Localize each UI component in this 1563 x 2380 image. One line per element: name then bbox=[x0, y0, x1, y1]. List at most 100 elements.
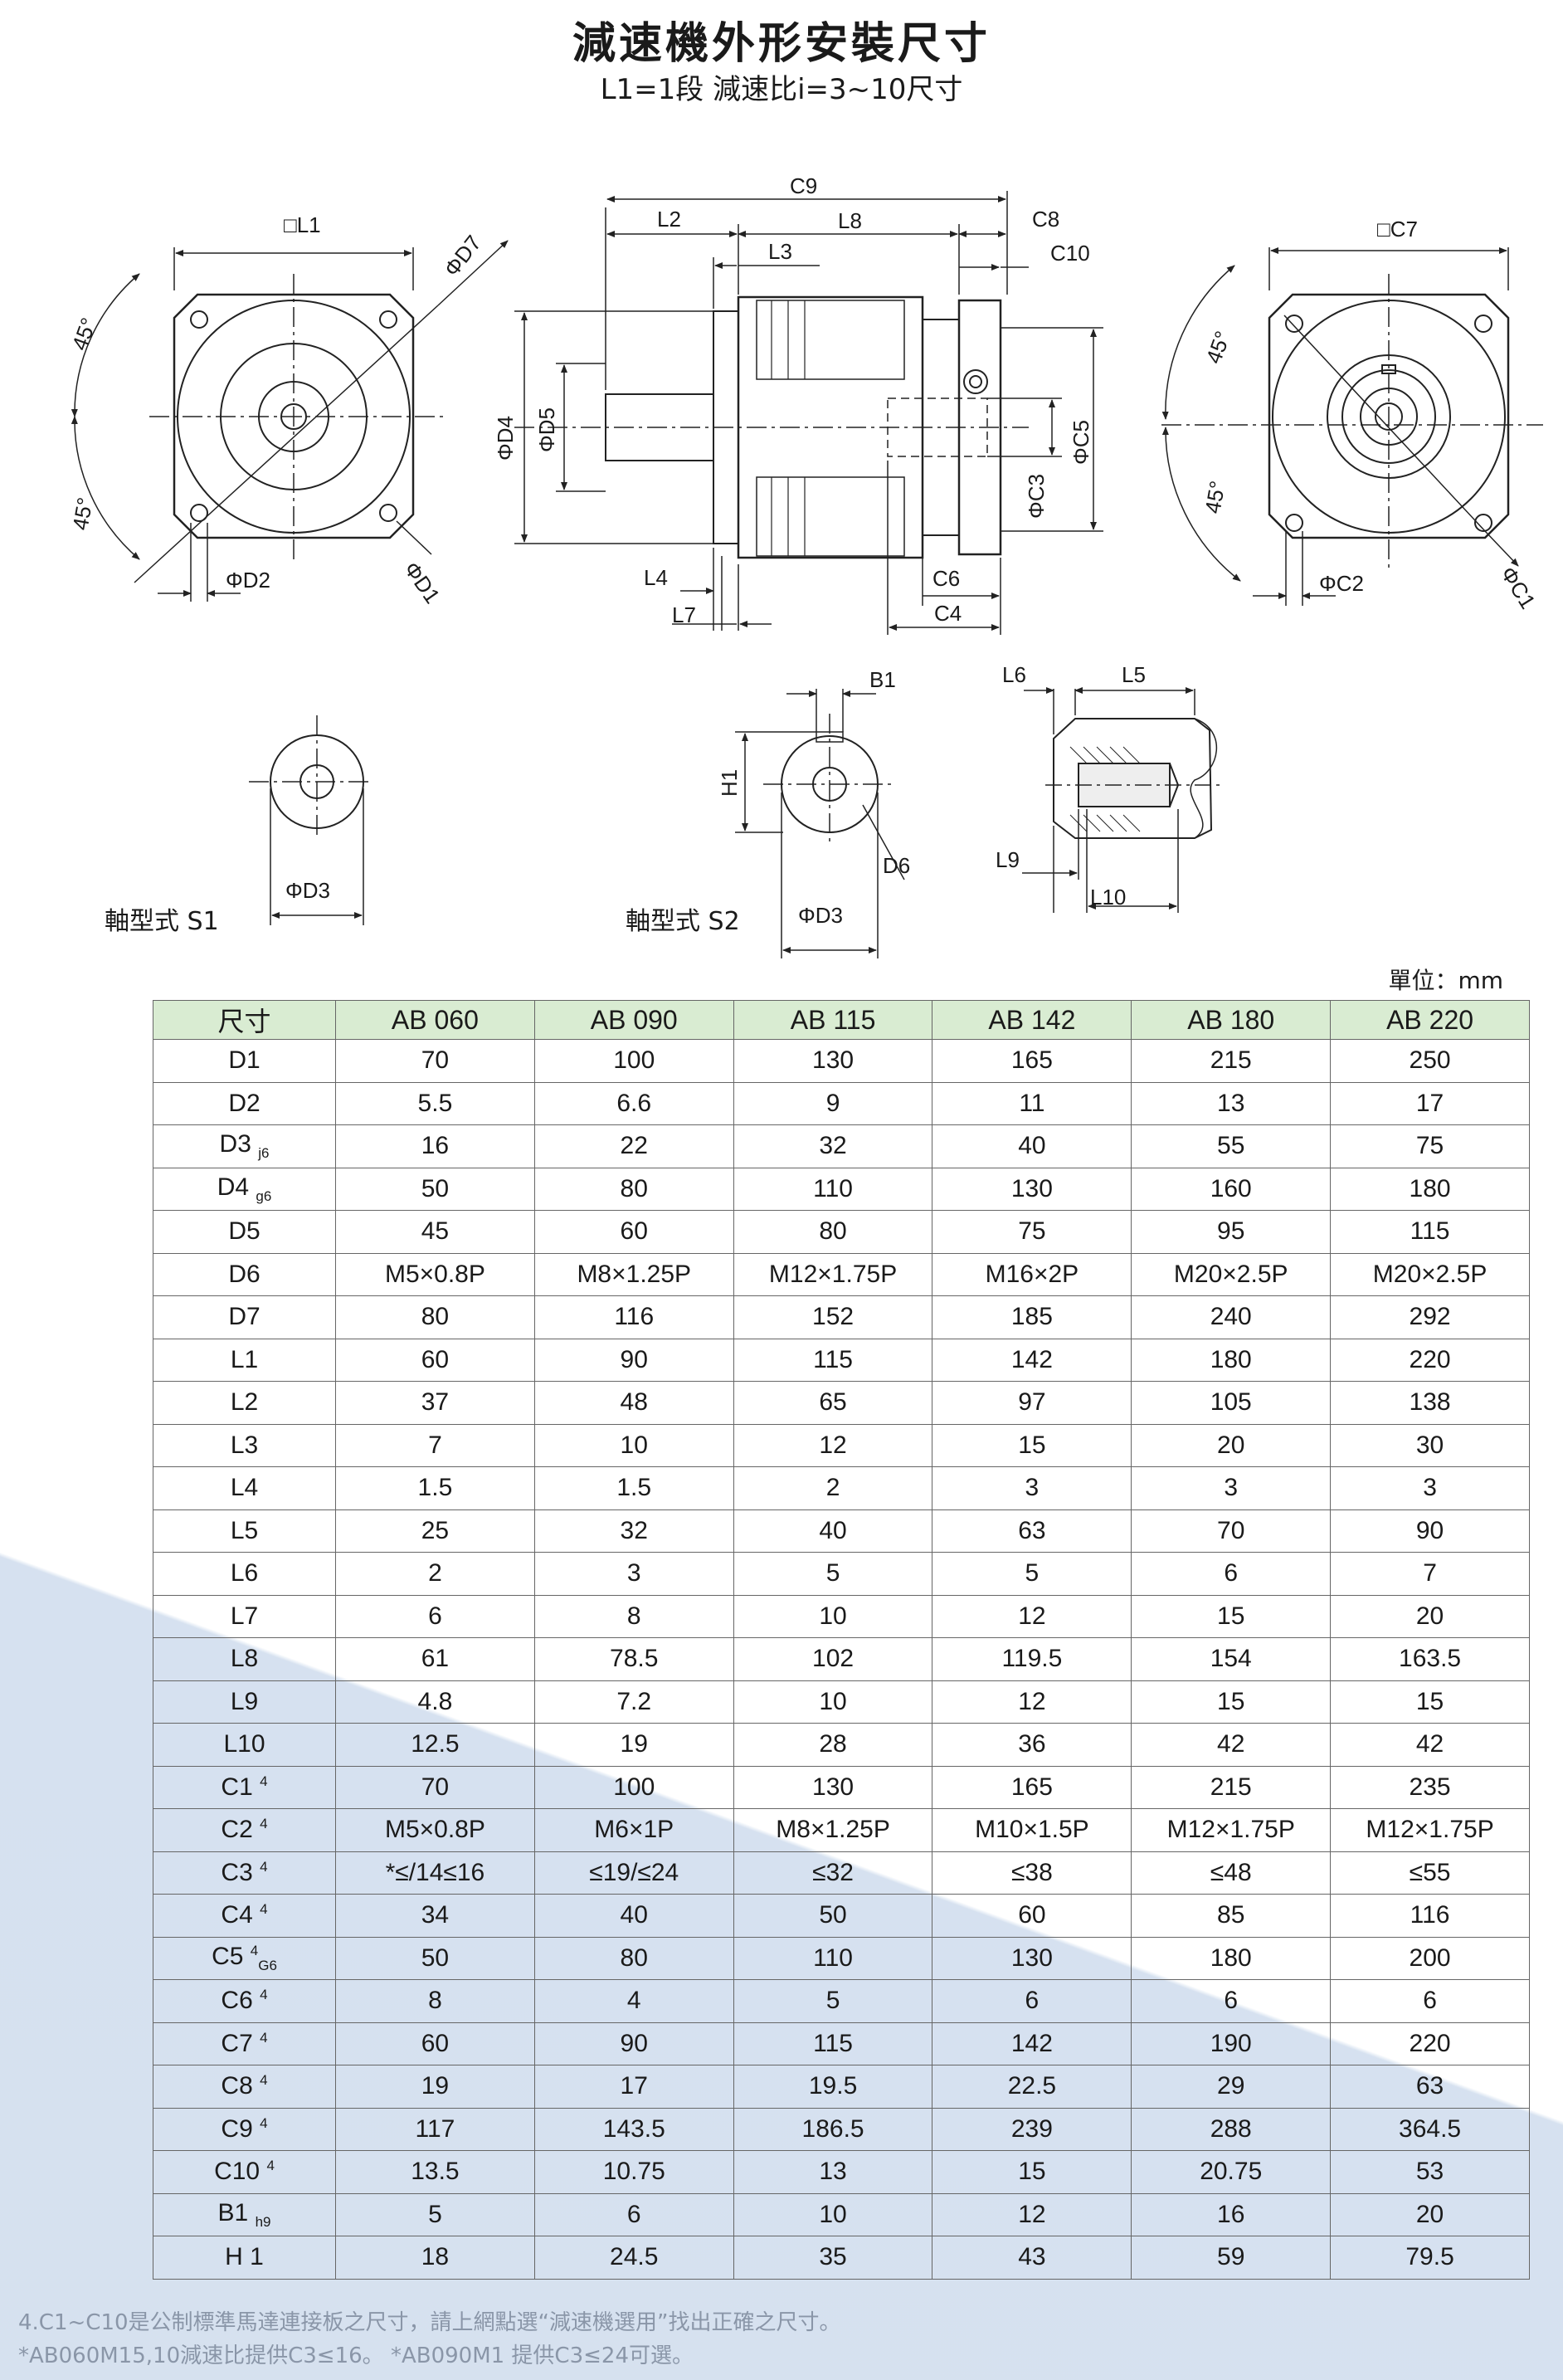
table-cell: 13 bbox=[733, 2150, 933, 2194]
row-label: D3 j6 bbox=[153, 1124, 336, 1168]
front-d7-label: ΦD7 bbox=[439, 231, 486, 281]
table-cell: ≤55 bbox=[1330, 1851, 1530, 1895]
table-cell: 180 bbox=[1131, 1936, 1332, 1980]
side-d5-label: ΦD5 bbox=[534, 407, 559, 452]
table-cell: 130 bbox=[733, 1039, 933, 1083]
table-cell: 3 bbox=[533, 1552, 734, 1596]
table-cell: 70 bbox=[335, 1765, 535, 1809]
table-cell: 5 bbox=[932, 1552, 1132, 1596]
row-label-mark: j6 bbox=[258, 1145, 270, 1162]
row-label: C1 4 bbox=[153, 1765, 336, 1809]
row-label: C10 4 bbox=[153, 2150, 336, 2194]
row-label-text: B1 bbox=[217, 2198, 249, 2226]
unit-label: 單位：mm bbox=[1388, 967, 1503, 994]
table-cell: 11 bbox=[932, 1081, 1132, 1125]
header-cell: AB 220 bbox=[1330, 1000, 1530, 1040]
table-cell: 215 bbox=[1131, 1765, 1332, 1809]
table-cell: 50 bbox=[335, 1936, 535, 1980]
table-cell: 12 bbox=[932, 1680, 1132, 1724]
table-cell: 16 bbox=[335, 1124, 535, 1168]
table-cell: 36 bbox=[932, 1723, 1132, 1767]
front-view bbox=[71, 240, 509, 602]
shaft-s2-view bbox=[735, 689, 905, 958]
table-cell: 100 bbox=[533, 1039, 734, 1083]
row-label-text: C1 bbox=[221, 1773, 253, 1801]
table-cell: 115 bbox=[733, 1338, 933, 1382]
table-cell: M5×0.8P bbox=[335, 1808, 535, 1852]
table-cell: 15 bbox=[1330, 1680, 1530, 1724]
row-label-mark: 4 bbox=[260, 1987, 268, 2003]
table-cell: 115 bbox=[733, 2022, 933, 2065]
table-cell: 6.6 bbox=[533, 1081, 734, 1125]
table-cell: 185 bbox=[932, 1295, 1132, 1339]
table-cell: 3 bbox=[1131, 1466, 1332, 1510]
row-label: L1 bbox=[153, 1338, 336, 1382]
table-cell: 10.75 bbox=[533, 2150, 734, 2194]
table-cell: M5×0.8P bbox=[335, 1252, 535, 1296]
table-cell: 8 bbox=[533, 1594, 734, 1638]
table-cell: 78.5 bbox=[533, 1637, 734, 1681]
table-cell: 2 bbox=[335, 1552, 535, 1596]
table-cell: 7 bbox=[335, 1423, 535, 1467]
row-label-text: C7 bbox=[221, 2029, 253, 2057]
side-view bbox=[514, 191, 1103, 635]
table-cell: 70 bbox=[335, 1039, 535, 1083]
table-cell: 59 bbox=[1131, 2236, 1332, 2280]
row-label-text: L3 bbox=[230, 1431, 259, 1459]
row-label-mark: 4 bbox=[260, 2114, 268, 2131]
table-cell: 1.5 bbox=[533, 1466, 734, 1510]
table-cell: 10 bbox=[533, 1423, 734, 1467]
table-cell: M12×1.75P bbox=[1330, 1808, 1530, 1852]
table-cell: 130 bbox=[932, 1167, 1132, 1211]
table-cell: 80 bbox=[335, 1295, 535, 1339]
front-d2-label: ΦD2 bbox=[226, 568, 270, 593]
table-cell: ≤48 bbox=[1131, 1851, 1332, 1895]
table-cell: 50 bbox=[335, 1167, 535, 1211]
table-cell: 10 bbox=[733, 2192, 933, 2236]
table-cell: 119.5 bbox=[932, 1637, 1132, 1681]
row-label-mark: 4 bbox=[260, 1816, 268, 1832]
header-cell: AB 115 bbox=[733, 1000, 933, 1040]
table-cell: 37 bbox=[335, 1381, 535, 1425]
rear-sq-label: □C7 bbox=[1377, 217, 1418, 241]
header-cell: AB 180 bbox=[1131, 1000, 1332, 1040]
front-angle-top: 45° bbox=[66, 315, 101, 354]
row-label-text: D2 bbox=[228, 1089, 260, 1117]
table-cell: 24.5 bbox=[533, 2236, 734, 2280]
row-label-text: L8 bbox=[230, 1645, 259, 1673]
table-cell: 17 bbox=[1330, 1081, 1530, 1125]
table-cell: 35 bbox=[733, 2236, 933, 2280]
row-label-text: D7 bbox=[228, 1303, 260, 1331]
row-label: C3 4 bbox=[153, 1851, 336, 1895]
header-cell: 尺寸 bbox=[153, 1000, 336, 1040]
table-cell: 30 bbox=[1330, 1423, 1530, 1467]
row-label-text: C9 bbox=[221, 2114, 253, 2143]
table-cell: 17 bbox=[533, 2065, 734, 2109]
row-label-mark: 4 bbox=[260, 1901, 268, 1918]
table-cell: 6 bbox=[335, 1594, 535, 1638]
table-cell: 220 bbox=[1330, 2022, 1530, 2065]
row-label-mark: h9 bbox=[255, 2213, 271, 2230]
row-label-text: C6 bbox=[221, 1987, 253, 2015]
table-cell: 235 bbox=[1330, 1765, 1530, 1809]
table-cell: 90 bbox=[533, 1338, 734, 1382]
row-label: L2 bbox=[153, 1381, 336, 1425]
table-cell: 60 bbox=[932, 1894, 1132, 1938]
table-cell: 50 bbox=[733, 1894, 933, 1938]
table-cell: 6 bbox=[1131, 1552, 1332, 1596]
row-label: L8 bbox=[153, 1637, 336, 1681]
table-cell: 60 bbox=[335, 1338, 535, 1382]
table-cell: 8 bbox=[335, 1979, 535, 2023]
table-cell: M16×2P bbox=[932, 1252, 1132, 1296]
table-cell: 20.75 bbox=[1131, 2150, 1332, 2194]
table-cell: 79.5 bbox=[1330, 2236, 1530, 2280]
table-cell: M12×1.75P bbox=[1131, 1808, 1332, 1852]
